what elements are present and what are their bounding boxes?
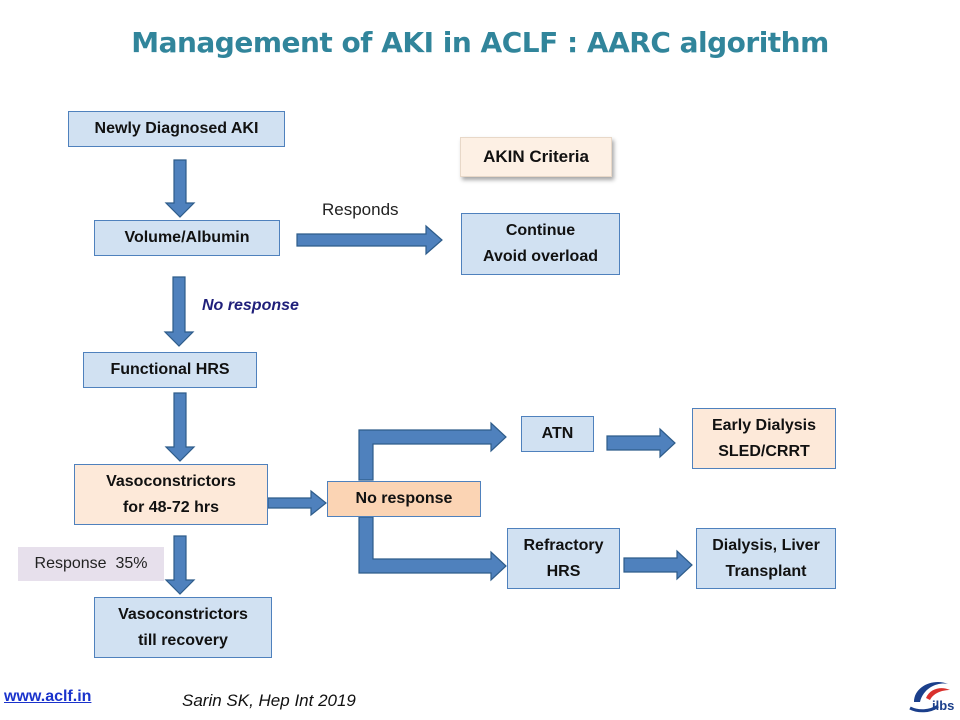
box-text-line2: till recovery: [138, 631, 228, 649]
box-text-line2: SLED/CRRT: [718, 442, 810, 460]
no-response-box: No response: [327, 481, 481, 517]
box-text-line2: Avoid overload: [483, 248, 598, 265]
responds-label: Responds: [322, 200, 399, 219]
box-text-line2: for 48-72 hrs: [122, 498, 220, 516]
arrow-branch-refractory: [358, 516, 507, 582]
box-text: Newly Diagnosed AKI: [94, 120, 259, 137]
arrow-right-refractory: [623, 549, 693, 581]
logo-text: ilbs: [932, 698, 955, 713]
arrow-down-3: [164, 392, 196, 462]
functional-hrs-box: Functional HRS: [83, 352, 257, 388]
response-35-badge: Response 35%: [18, 547, 164, 581]
ilbs-logo-icon: [909, 682, 950, 713]
arrow-down-4: [164, 535, 196, 595]
box-text: No response: [355, 490, 453, 507]
early-dialysis-box: Early Dialysis SLED/CRRT: [692, 408, 836, 469]
arrow-right-no-response: [267, 489, 327, 517]
box-text-line1: Refractory: [523, 536, 604, 554]
website-link[interactable]: www.aclf.in: [4, 688, 92, 705]
box-text-line1: Continue: [505, 222, 576, 239]
akin-criteria-label: AKIN Criteria: [460, 137, 612, 177]
vasoconstrictors-48-72-box: Vasoconstrictors for 48-72 hrs: [74, 464, 268, 525]
citation: Sarin SK, Hep Int 2019: [182, 691, 356, 710]
box-text-line1: Vasoconstrictors: [106, 472, 236, 490]
arrow-down-1: [164, 159, 196, 218]
arrow-right-atn: [606, 427, 676, 459]
arrow-right-responds: [296, 224, 443, 256]
box-text-line1: Early Dialysis: [711, 416, 817, 434]
box-text-line2: Transplant: [725, 562, 807, 580]
refractory-hrs-box: Refractory HRS: [507, 528, 620, 589]
dialysis-liver-transplant-box: Dialysis, Liver Transplant: [696, 528, 836, 589]
atn-box: ATN: [521, 416, 594, 452]
box-text-line1: Vasoconstrictors: [118, 605, 248, 623]
volume-albumin-box: Volume/Albumin: [94, 220, 280, 256]
box-text: ATN: [541, 425, 574, 442]
box-text-line1: Dialysis, Liver: [712, 536, 820, 554]
newly-diagnosed-aki-box: Newly Diagnosed AKI: [68, 111, 285, 147]
arrow-down-2: [163, 276, 195, 347]
slide-title: Management of AKI in ACLF : AARC algorit…: [131, 26, 829, 59]
vasoconstrictors-recovery-box: Vasoconstrictors till recovery: [94, 597, 272, 658]
no-response-italic-label: No response: [202, 297, 299, 314]
continue-avoid-overload-box: Continue Avoid overload: [461, 213, 620, 275]
box-text-line2: HRS: [546, 562, 581, 580]
box-text: Functional HRS: [110, 361, 230, 378]
arrow-branch-atn: [358, 421, 507, 481]
box-text: Volume/Albumin: [124, 229, 250, 246]
